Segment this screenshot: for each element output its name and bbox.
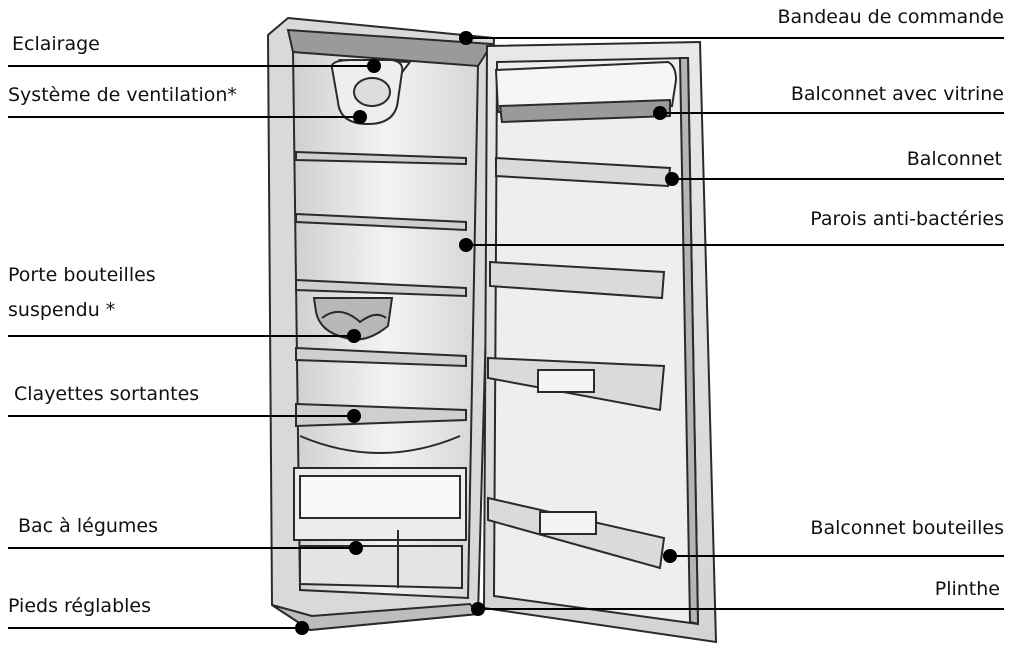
fridge-cabinet [266,16,496,632]
label-clayettes: Clayettes sortantes [14,383,200,405]
label-ventilation: Système de ventilation* [8,84,237,106]
label-plinthe: Plinthe [934,578,1000,600]
door-dairy-compartment [494,60,678,114]
label-parois: Parois anti-bactéries [810,208,1004,230]
label-bandeau: Bandeau de commande [777,6,1004,28]
control-panel-band [286,28,494,68]
dot-balconnet-bouteilles [663,549,677,563]
label-eclairage: Eclairage [12,33,100,55]
fridge-door [482,40,718,644]
shelf-4 [295,346,467,368]
shelf-5 [295,402,467,428]
door-balcony-1 [495,156,672,188]
dot-bandeau [459,31,473,45]
dot-bac [349,541,363,555]
shelf-2 [295,212,467,232]
dot-porte-bouteilles [347,329,361,343]
dot-ventilation [353,110,367,124]
door-balcony-2 [489,260,666,300]
label-pieds: Pieds réglables [8,595,152,617]
leader-dots [295,31,679,635]
shelf-1 [295,150,467,166]
dot-parois [459,238,473,252]
label-bac: Bac à légumes [18,515,159,537]
label-balconnet-bouteilles: Balconnet bouteilles [810,517,1004,539]
dot-eclairage [367,59,381,73]
shelf-3 [295,278,467,298]
label-balconnet-vitrine: Balconnet avec vitrine [790,83,1004,105]
label-porte-bouteilles-line1: Porte bouteilles [8,264,156,286]
dot-pieds [295,621,309,635]
label-porte-bouteilles-line2: suspendu * [8,299,116,321]
dot-balconnet-vitrine [653,106,667,120]
dot-balconnet [665,172,679,186]
label-balconnet: Balconnet [906,148,1002,170]
dot-clayettes [347,409,361,423]
leader-lines [8,37,1004,629]
dot-plinthe [471,602,485,616]
bottle-holder [312,297,394,341]
ventilation-grille [353,77,391,107]
